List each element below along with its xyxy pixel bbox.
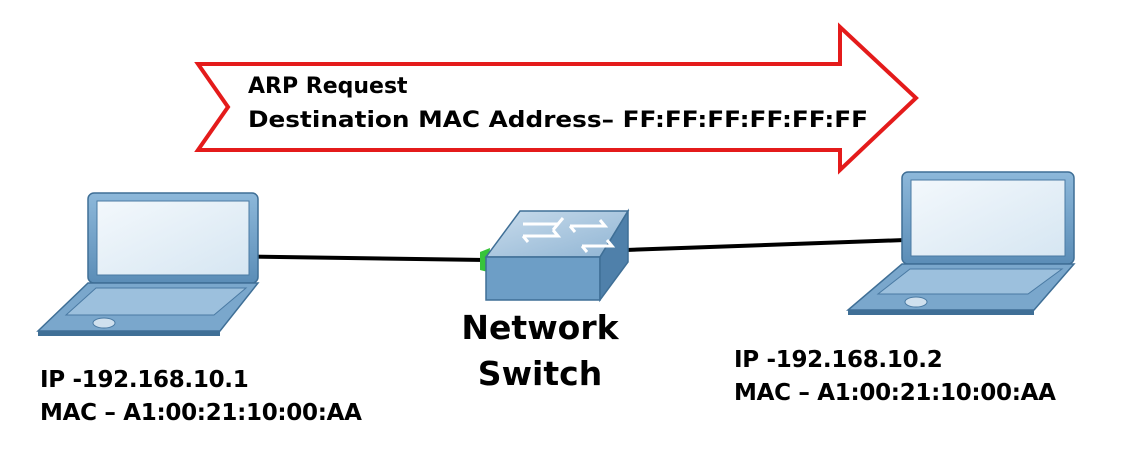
- switch-label: Network Switch: [440, 305, 640, 397]
- cable-switch-pc2: [625, 238, 906, 252]
- laptop-icon: [845, 171, 1076, 315]
- pc2-info: IP -192.168.10.2 MAC – A1:00:21:10:00:AA: [734, 344, 1056, 410]
- pc2-ip: IP -192.168.10.2: [734, 347, 943, 373]
- pc1-ip: IP -192.168.10.1: [40, 367, 249, 393]
- network-switch-icon: [484, 208, 630, 303]
- arp-request-arrow: ARP Request Destination MAC Address– FF:…: [194, 22, 919, 175]
- arrow-line-2: Destination MAC Address– FF:FF:FF:FF:FF:…: [248, 108, 868, 133]
- switch-label-line-2: Switch: [477, 354, 603, 393]
- switch-label-line-1: Network: [461, 308, 619, 347]
- laptop-icon: [36, 192, 260, 336]
- arrow-line-1: ARP Request: [248, 74, 408, 99]
- pc1-mac: MAC – A1:00:21:10:00:AA: [40, 400, 362, 426]
- pc1-info: IP -192.168.10.1 MAC – A1:00:21:10:00:AA: [40, 364, 362, 430]
- pc2-mac: MAC – A1:00:21:10:00:AA: [734, 380, 1056, 406]
